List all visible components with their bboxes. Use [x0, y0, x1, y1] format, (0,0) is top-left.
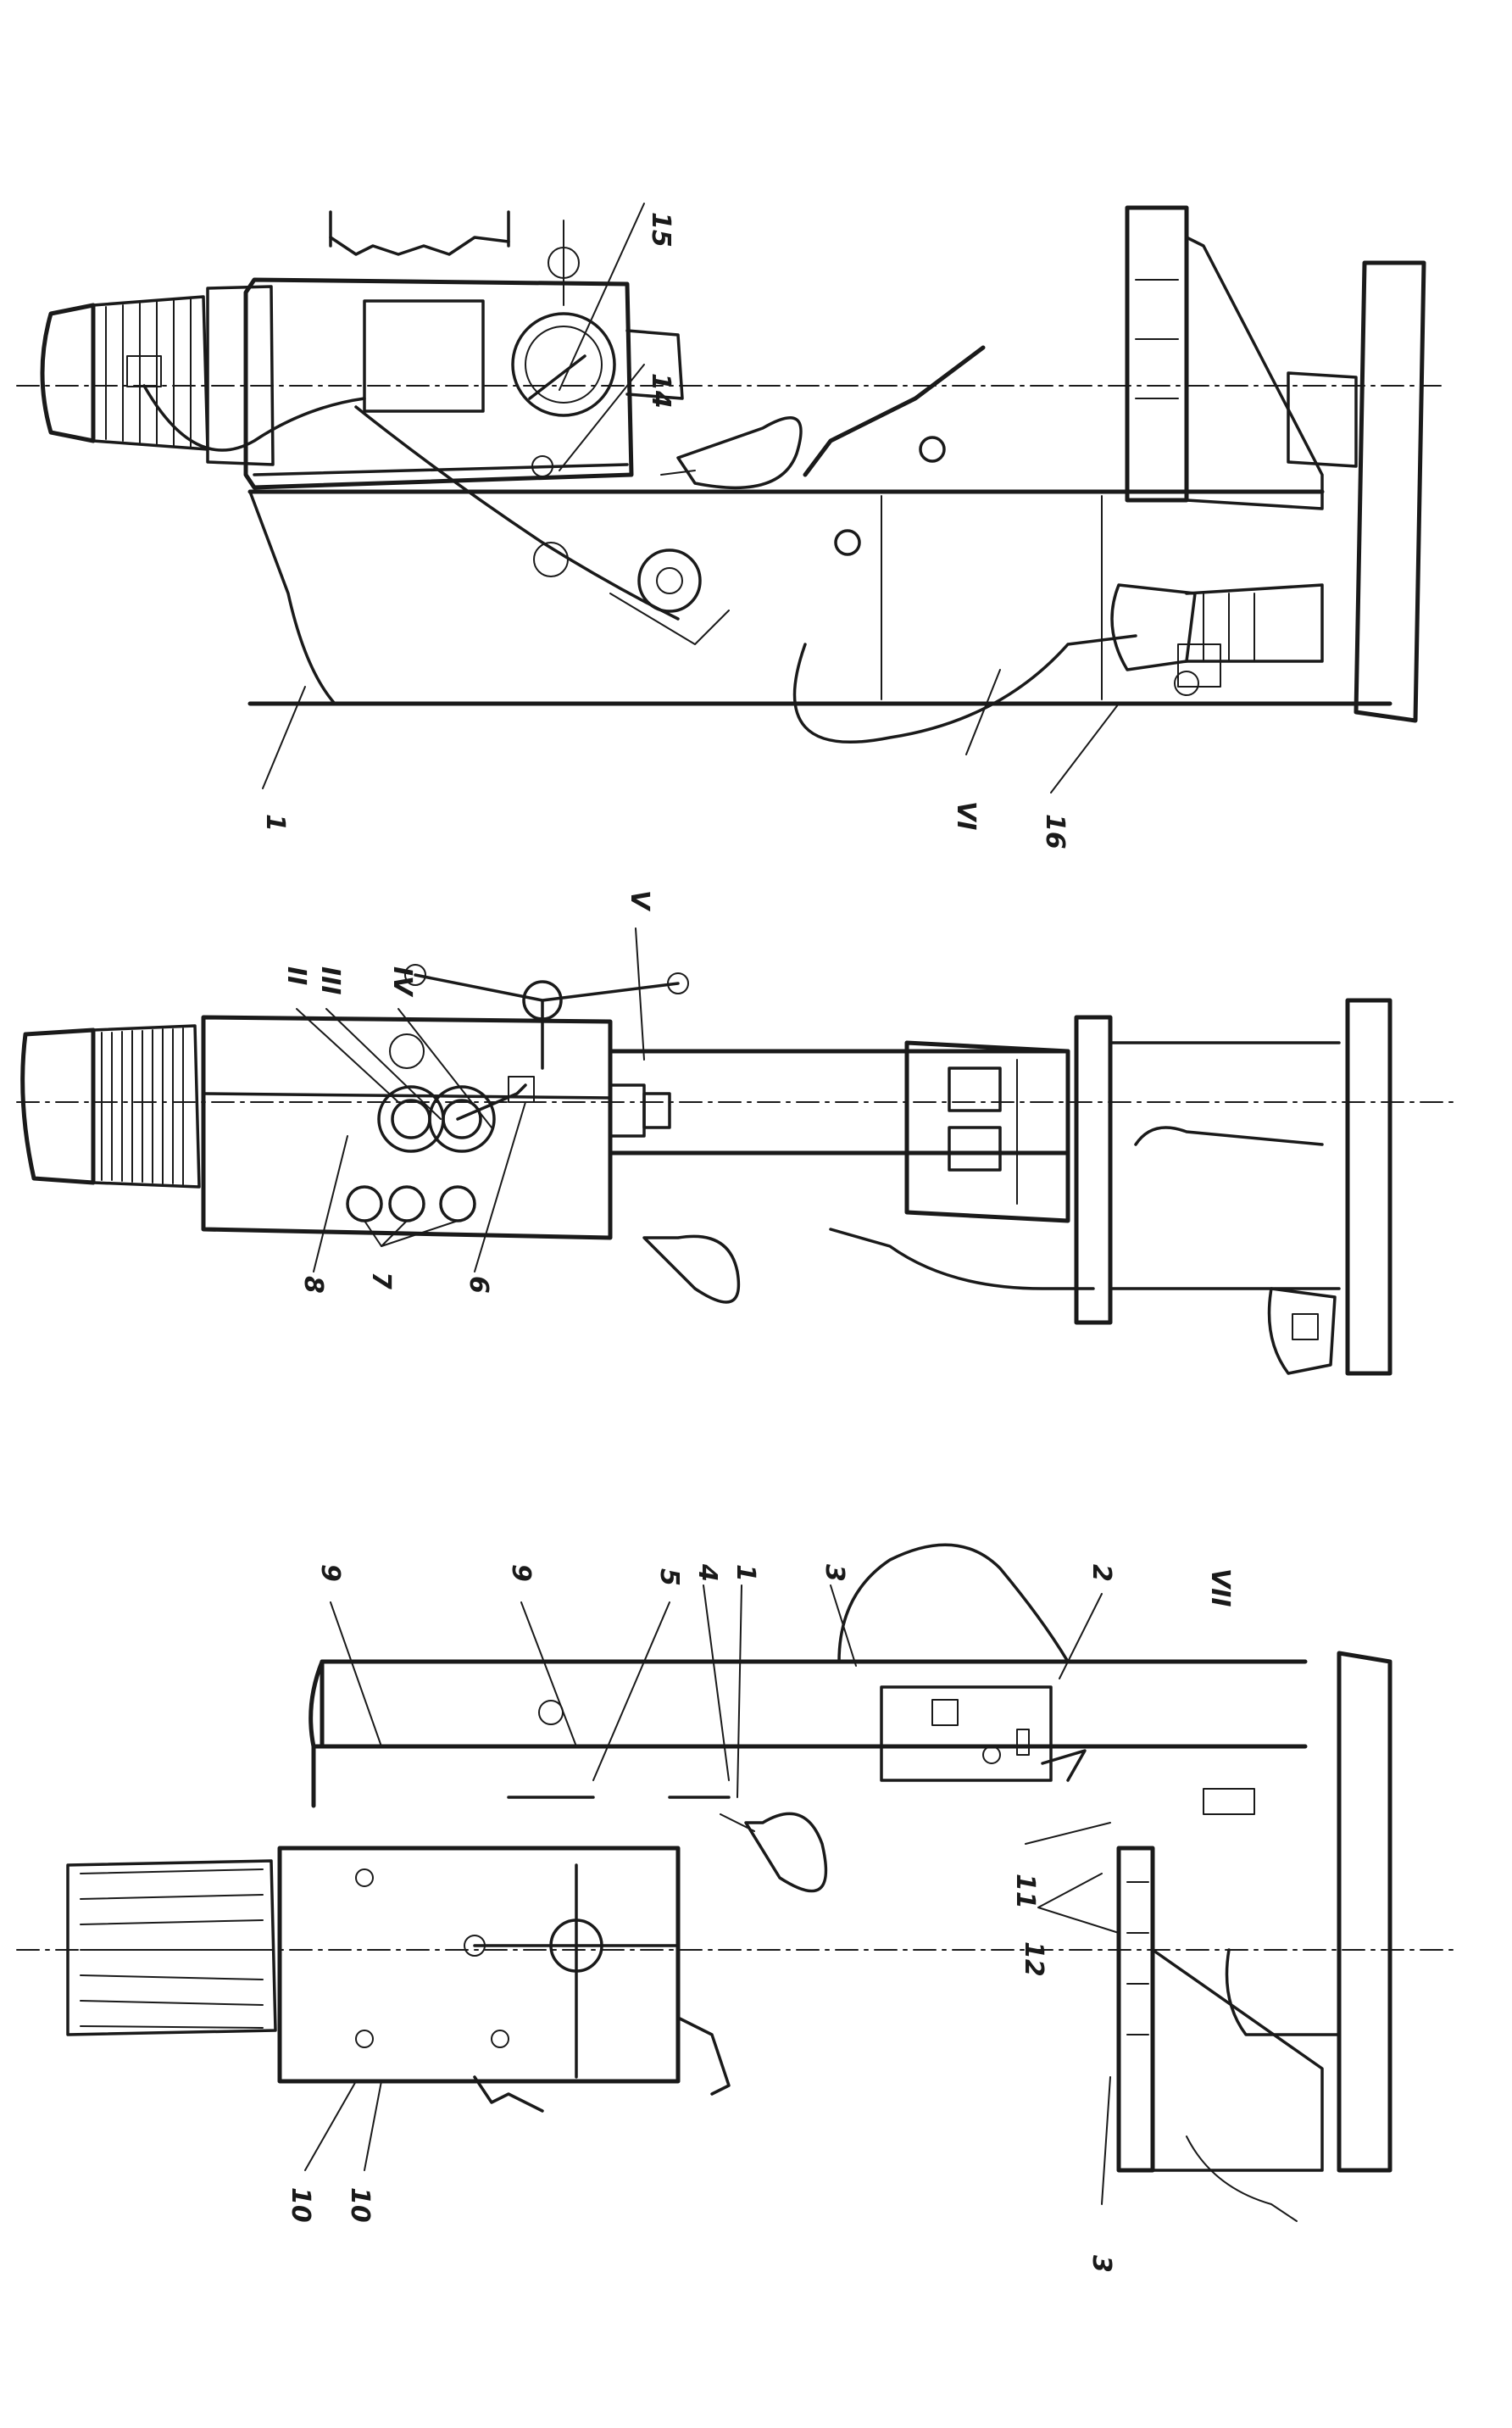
callout-9-left: 9 [315, 1564, 345, 1582]
coolant-pipe-top [792, 345, 1137, 744]
callout-roman-V: V [625, 890, 654, 912]
callout-10-left: 10 [286, 2187, 315, 2223]
leaders-bottom [304, 1584, 1120, 2205]
side-view-top [16, 203, 1442, 794]
callout-4: 4 [692, 1563, 722, 1582]
coolant-pump-top [1110, 583, 1324, 696]
callout-roman-III: III [315, 966, 345, 995]
base-middle [1074, 998, 1392, 1376]
callout-7: 7 [366, 1272, 396, 1289]
callout-16: 16 [1040, 814, 1070, 849]
motor-middle [20, 1024, 201, 1189]
cable-top [142, 384, 680, 621]
table-bottom [1116, 1846, 1324, 2222]
front-view-middle [16, 927, 1459, 1376]
callout-15: 15 [646, 212, 675, 248]
column-bottom [309, 1659, 1308, 1815]
callout-8: 8 [298, 1276, 328, 1294]
coolant-pipe-middle [829, 1228, 1095, 1290]
table-middle [904, 1040, 1070, 1223]
column-body-top [247, 489, 1392, 706]
callout-3-bottom: 3 [1087, 2255, 1116, 2273]
callout-14: 14 [646, 373, 675, 409]
coolant-hose-bottom [837, 1543, 1070, 1663]
table-and-base-top [1125, 205, 1426, 723]
spindle-middle [609, 1083, 671, 1138]
callout-2: 2 [1087, 1564, 1116, 1582]
callout-roman-IV: IV [387, 966, 417, 998]
callout-9-right: 9 [506, 1564, 536, 1582]
callout-10-right: 10 [345, 2187, 375, 2223]
feed-handwheel-middle [404, 964, 689, 1070]
leaders-middle [296, 927, 645, 1272]
callout-1-bottom: 1 [731, 1564, 760, 1582]
base-bottom [1225, 1651, 1392, 2173]
callout-roman-II: II [281, 966, 311, 985]
work-lamp-bottom [720, 1812, 828, 1893]
motor-top [40, 285, 275, 466]
head-middle [201, 1015, 613, 1240]
callout-5: 5 [654, 1568, 684, 1586]
callout-roman-VII: VII [1205, 1568, 1235, 1607]
callout-1-top: 1 [260, 814, 290, 832]
callout-3-top: 3 [820, 1564, 849, 1582]
work-lamp-middle [642, 1234, 741, 1304]
leaders-top [262, 203, 1120, 794]
head-bottom [277, 1846, 731, 2113]
callout-12: 12 [1019, 1941, 1048, 1977]
head-block-top [243, 210, 684, 490]
callout-labels: 15 14 1 VI 16 II III IV V 8 7 6 9 9 5 4 … [260, 212, 1235, 2273]
side-view-bottom [16, 1543, 1459, 2222]
column-middle [608, 1049, 1070, 1156]
callout-roman-VI: VI [951, 801, 981, 830]
callout-11: 11 [1010, 1874, 1040, 1909]
motor-bottom [66, 1859, 277, 2036]
work-lamp-top [660, 416, 803, 489]
callout-6: 6 [464, 1276, 493, 1294]
